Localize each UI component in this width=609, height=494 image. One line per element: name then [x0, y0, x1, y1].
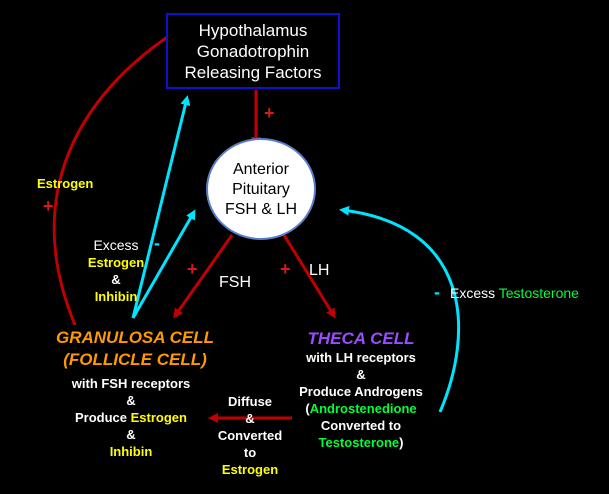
theca-receptors: with LH receptors	[306, 350, 416, 365]
estrogen-feedback-label: Estrogen	[37, 176, 94, 191]
minus-sign-inhibin: -	[154, 233, 160, 253]
granulosa-title-line2: (FOLLICLE CELL)	[63, 350, 207, 369]
excess-word: Excess	[450, 285, 496, 301]
pituitary-label: Pituitary	[232, 181, 290, 198]
granulosa-produce-line: Produce Estrogen	[48, 409, 214, 426]
arrow-estrogen-positive-feedback	[52, 23, 189, 326]
testosterone-word: Testosterone	[498, 285, 579, 301]
pituitary-text: Anterior Pituitary FSH & LH	[206, 160, 316, 220]
excess-inhibin-label: Inhibin	[94, 289, 138, 304]
theca-produce-androgens: Produce Androgens	[299, 384, 423, 399]
excess-testosterone-label: Excess Testosterone	[450, 285, 579, 302]
theca-testosterone: Testosterone	[318, 435, 400, 450]
arrow-fsh-to-granulosa	[173, 234, 234, 319]
granulosa-amp1: &	[126, 393, 136, 408]
hypothalamus-label: Hypothalamus	[198, 20, 308, 40]
theca-androstenedione: Androstenedione	[309, 401, 417, 416]
theca-title: THECA CELL	[307, 329, 415, 348]
ampersand-label: &	[111, 272, 121, 287]
hypothalamus-box: Hypothalamus Gonadotrophin Releasing Fac…	[166, 13, 340, 89]
gonadotrophin-label: Gonadotrophin	[196, 41, 310, 61]
plus-sign-hypothalamus: +	[264, 103, 275, 123]
pituitary-ellipse	[206, 138, 316, 240]
releasing-factors-label: Releasing Factors	[184, 62, 322, 82]
excess-label: Excess	[93, 237, 139, 253]
plus-sign-fsh: +	[187, 259, 198, 279]
anterior-label: Anterior	[232, 161, 290, 178]
diffuse-line3: Converted	[217, 428, 283, 443]
minus-sign-testosterone: -	[434, 282, 440, 302]
theca-details: with LH receptors & Produce Androgens (A…	[281, 349, 441, 451]
arrow-lh-to-theca	[282, 234, 336, 319]
diffuse-line2: &	[245, 411, 255, 426]
fsh-lh-label: FSH & LH	[224, 201, 297, 218]
granulosa-amp2: &	[126, 427, 136, 442]
granulosa-title-line1: GRANULOSA CELL	[55, 328, 215, 347]
plus-sign-lh: +	[280, 259, 291, 279]
fsh-label: FSH	[219, 274, 251, 291]
theca-testosterone-line: Testosterone)	[281, 434, 441, 451]
granulosa-inhibin: Inhibin	[109, 444, 153, 459]
arrow-testosterone-feedback	[339, 205, 461, 413]
excess-estrogen-label: Estrogen	[87, 255, 145, 270]
theca-androstenedione-line: (Androstenedione	[281, 400, 441, 417]
plus-sign-estrogen: +	[43, 196, 54, 216]
diffuse-line4: to	[243, 445, 257, 460]
diffuse-label-group: Diffuse & Converted to Estrogen	[205, 393, 295, 478]
granulosa-estrogen: Estrogen	[130, 410, 187, 425]
theca-open-paren: (	[305, 401, 310, 416]
granulosa-produce: Produce	[75, 410, 128, 425]
diffuse-line1: Diffuse	[227, 394, 273, 409]
pituitary-node: Anterior Pituitary FSH & LH	[206, 138, 316, 240]
granulosa-title: GRANULOSA CELL (FOLLICLE CELL)	[32, 327, 238, 371]
theca-close-paren: )	[399, 435, 404, 450]
theca-amp: &	[356, 367, 366, 382]
arrow-inhibin-to-hypothalamus	[131, 95, 191, 319]
granulosa-receptors: with FSH receptors	[71, 376, 191, 391]
theca-converted: Converted to	[320, 418, 402, 433]
arrow-inhibin-to-pituitary	[131, 209, 196, 319]
diffuse-line5: Estrogen	[221, 462, 279, 477]
excess-estrogen-inhibin-group: Excess Estrogen & Inhibin	[76, 237, 156, 305]
lh-label: LH	[309, 262, 330, 279]
granulosa-details: with FSH receptors & Produce Estrogen & …	[48, 375, 214, 460]
